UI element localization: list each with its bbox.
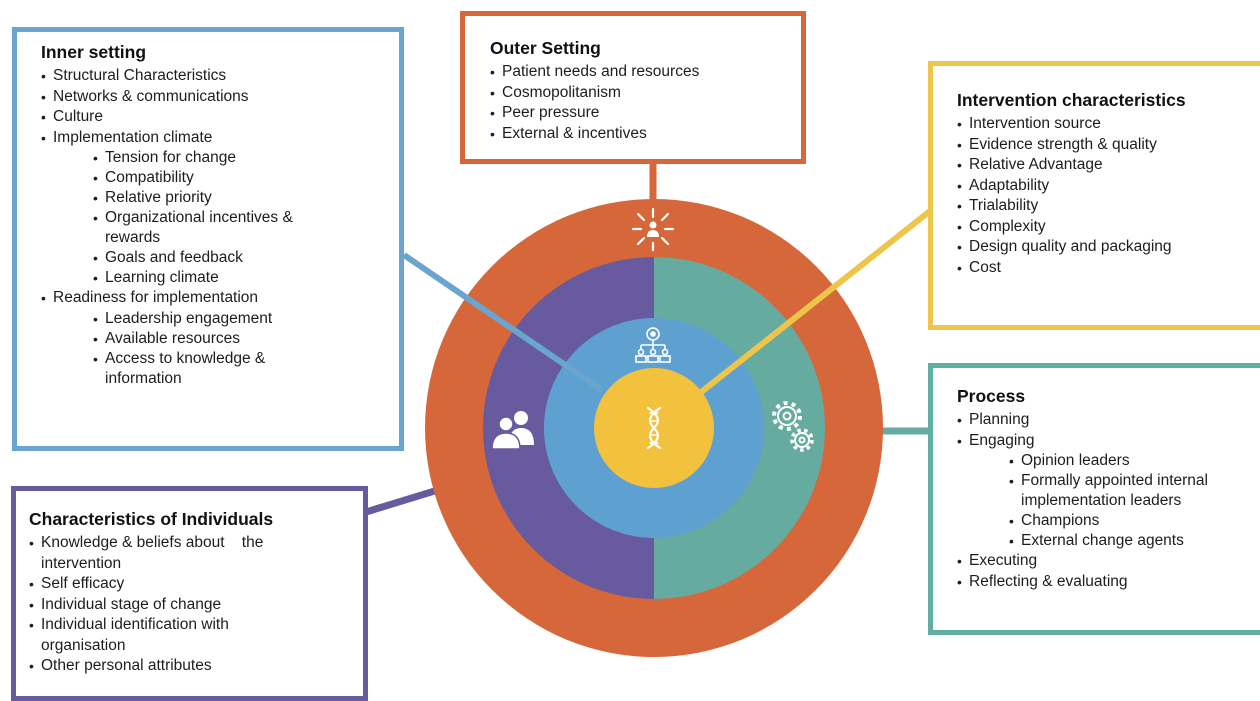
list-item: Individual identification with organisat… [29, 615, 291, 656]
inner-setting-panel: Inner setting Structural Characteristics… [12, 27, 404, 451]
list-item: Relative priority [93, 188, 387, 208]
list-item: Executing [957, 551, 1251, 572]
process-title: Process [957, 386, 1026, 406]
list-item: Complexity [957, 217, 1251, 238]
inner-setting-connector [402, 252, 604, 393]
list-item: Adaptability [957, 176, 1251, 197]
people-icon [491, 411, 534, 450]
gears-icon [772, 401, 814, 452]
intervention-characteristics-title: Intervention characteristics [957, 90, 1186, 110]
list-item: Learning climate [93, 268, 387, 288]
process-panel: Process Planning Engaging Opinion leader… [928, 363, 1260, 635]
list-item: Evidence strength & quality [957, 135, 1251, 156]
list-item: Tension for change [93, 148, 387, 168]
list-item: Reflecting & evaluating [957, 572, 1251, 593]
outer-setting-panel: Outer Setting Patient needs and resource… [460, 11, 806, 164]
list-item: Other personal attributes [29, 656, 351, 677]
intervention-characteristics-panel: Intervention characteristics Interventio… [928, 61, 1260, 330]
characteristics-of-individuals-panel: Characteristics of Individuals Knowledge… [11, 486, 368, 701]
list-item: Culture [41, 107, 387, 128]
outer-setting-list: Patient needs and resources Cosmopolitan… [490, 62, 789, 144]
list-item: Cosmopolitanism [490, 83, 789, 104]
list-item: Patient needs and resources [490, 62, 789, 83]
list-item: Organizational incentives & rewards [93, 208, 330, 248]
list-item: External & incentives [490, 124, 789, 145]
intervention-connector [698, 208, 932, 396]
list-item: Peer pressure [490, 103, 789, 124]
outer-setting-title: Outer Setting [490, 38, 601, 58]
list-item: Implementation climate [41, 128, 387, 149]
list-item: Opinion leaders [1009, 451, 1251, 471]
list-item: Available resources [93, 329, 387, 349]
list-item: Individual stage of change [29, 595, 351, 616]
list-item: Readiness for implementation [41, 288, 387, 309]
list-item: External change agents [1009, 531, 1251, 551]
person-network-icon [631, 207, 675, 252]
process-list: Planning Engaging Opinion leaders Formal… [957, 410, 1251, 592]
list-item: Design quality and packaging [957, 237, 1251, 258]
list-item: Goals and feedback [93, 248, 387, 268]
characteristics-of-individuals-list: Knowledge & beliefs about the interventi… [29, 533, 351, 677]
list-item: Cost [957, 258, 1251, 279]
list-item: Leadership engagement [93, 309, 387, 329]
characteristics-of-individuals-title: Characteristics of Individuals [29, 509, 274, 529]
list-item: Knowledge & beliefs about the interventi… [29, 533, 321, 574]
list-item: Intervention source [957, 114, 1251, 135]
list-item: Engaging [957, 431, 1251, 452]
list-item: Compatibility [93, 168, 387, 188]
intervention-characteristics-list: Intervention source Evidence strength & … [957, 114, 1251, 278]
list-item: Trialability [957, 196, 1251, 217]
list-item: Relative Advantage [957, 155, 1251, 176]
list-item: Structural Characteristics [41, 66, 387, 87]
dna-icon [646, 406, 662, 450]
list-item: Planning [957, 410, 1251, 431]
list-item: Champions [1009, 511, 1251, 531]
list-item: Networks & communications [41, 87, 387, 108]
list-item: Self efficacy [29, 574, 351, 595]
organization-chart-icon [635, 327, 671, 363]
list-item: Formally appointed internal implementati… [1009, 471, 1253, 511]
inner-setting-title: Inner setting [41, 42, 147, 62]
list-item: Access to knowledge & information [93, 349, 305, 389]
inner-setting-list: Structural Characteristics Networks & co… [41, 66, 387, 389]
